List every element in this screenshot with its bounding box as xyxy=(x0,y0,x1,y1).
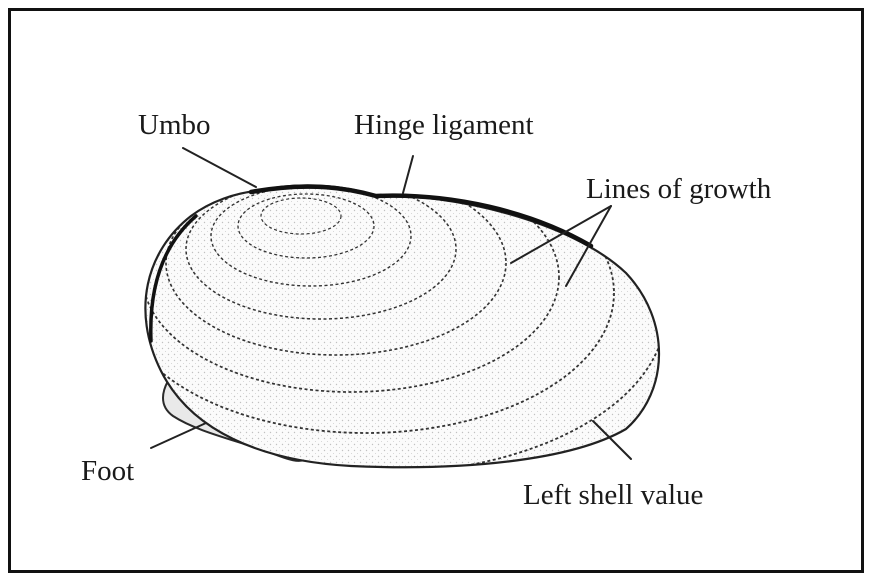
umbo-pointer xyxy=(183,148,256,187)
left-shell-label: Left shell value xyxy=(523,479,703,511)
foot-pointer xyxy=(151,423,206,448)
figure-frame: Umbo Hinge ligament Lines of growth Foot… xyxy=(8,8,864,573)
hinge-ligament-pointer xyxy=(403,156,413,193)
bivalve-diagram: Umbo Hinge ligament Lines of growth Foot… xyxy=(11,11,861,570)
lines-of-growth-label: Lines of growth xyxy=(586,173,772,205)
hinge-ligament-label: Hinge ligament xyxy=(354,109,534,141)
umbo-label: Umbo xyxy=(138,109,211,141)
foot-label: Foot xyxy=(81,455,134,487)
